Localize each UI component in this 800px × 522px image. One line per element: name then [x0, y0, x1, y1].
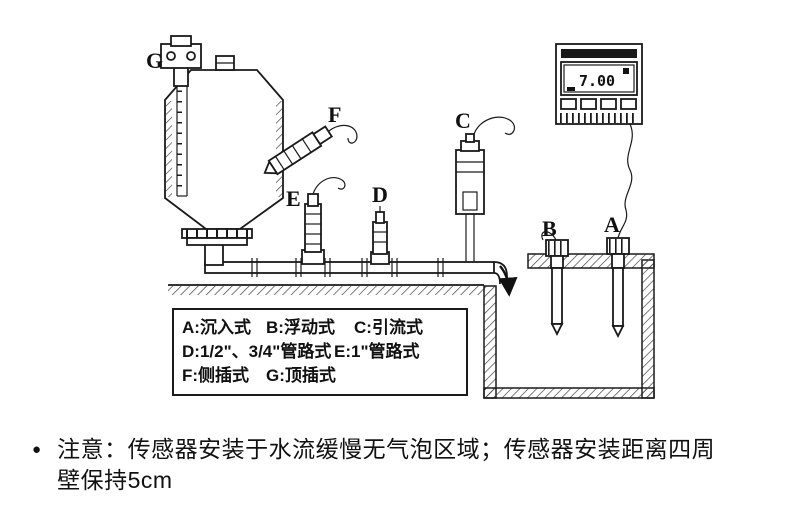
probe-a — [606, 237, 630, 339]
installation-diagram: 7.00 G F E D C B A — [146, 35, 655, 399]
probe-b-cable — [541, 231, 557, 241]
legend-row-2: D:1/2"、3/4"管路式 E:1"管路式 — [182, 341, 458, 363]
label-b: B — [542, 216, 557, 241]
legend-item-c: C:引流式 — [354, 318, 423, 337]
meter-buttons — [560, 98, 637, 110]
legend-row-1: A:沉入式 B:浮动式 C:引流式 — [182, 317, 458, 339]
legend-item-d: D:1/2"、3/4"管路式 — [182, 342, 332, 361]
sensor-c-cable — [473, 116, 516, 135]
meter-cable — [617, 123, 633, 239]
legend-item-e: E:1"管路式 — [334, 342, 420, 361]
label-c: C — [455, 108, 471, 133]
legend-item-f: F:侧插式 — [182, 366, 250, 385]
sensor-e — [301, 177, 346, 265]
sensor-c — [455, 116, 516, 262]
bullet-icon: ● — [32, 441, 42, 458]
label-e: E — [286, 186, 301, 211]
sensor-f-cable — [328, 124, 358, 144]
pipe-run — [204, 242, 518, 297]
display-icon — [567, 87, 575, 91]
label-g: G — [146, 48, 163, 73]
legend-box: A:沉入式 B:浮动式 C:引流式 D:1/2"、3/4"管路式 E:1"管路式… — [172, 308, 468, 396]
sensor-g — [160, 35, 202, 87]
meter-brand-bar — [561, 49, 637, 58]
legend-item-g: G:顶插式 — [266, 366, 336, 385]
legend-row-3: F:侧插式 G:顶插式 — [182, 365, 458, 387]
basin — [483, 253, 655, 399]
label-a: A — [604, 212, 620, 237]
ground — [168, 284, 484, 295]
flow-arrow — [498, 265, 518, 297]
legend-item-b: B:浮动式 — [266, 318, 335, 337]
label-d: D — [372, 182, 388, 207]
note: ● 注意：传感器安装于水流缓慢无气泡区域；传感器安装距离四周壁保持5cm — [32, 434, 762, 496]
label-f: F — [328, 102, 341, 127]
sensor-f — [263, 124, 358, 176]
note-text: 注意：传感器安装于水流缓慢无气泡区域；传感器安装距离四周壁保持5cm — [57, 436, 716, 493]
meter-reading: 7.00 — [579, 72, 615, 90]
display-icon — [623, 68, 629, 74]
probe-b — [541, 231, 569, 337]
meter: 7.00 — [555, 43, 643, 239]
sensor-d — [370, 206, 390, 265]
tank — [164, 55, 284, 246]
legend-item-a: A:沉入式 — [182, 318, 251, 337]
sensor-e-cable — [312, 177, 346, 195]
